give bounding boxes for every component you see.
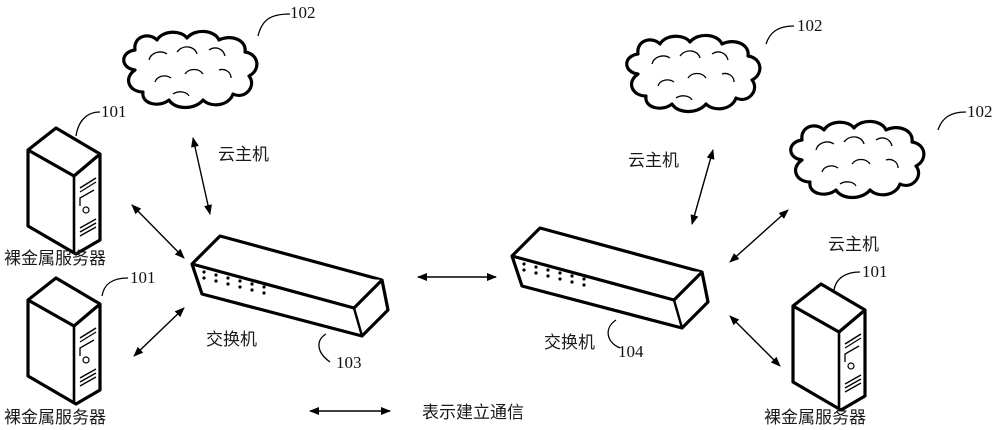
cloud-icon bbox=[789, 119, 926, 200]
switch-label: 交换机 bbox=[544, 333, 595, 353]
right-switch: 104 交换机 bbox=[510, 226, 710, 361]
cloud-host-label: 云主机 bbox=[828, 235, 879, 255]
left-server-top: 101 裸金属服务器 bbox=[4, 102, 127, 269]
server-icon bbox=[791, 282, 867, 412]
server-label: 裸金属服务器 bbox=[764, 408, 866, 428]
switch-icon bbox=[190, 234, 390, 338]
right-cloud-host-top: 102 云主机 bbox=[625, 16, 823, 171]
server-label: 裸金属服务器 bbox=[4, 408, 106, 428]
cloud-icon bbox=[122, 29, 259, 110]
switch-ref-number: 103 bbox=[336, 353, 362, 372]
ref-leader-line bbox=[607, 319, 621, 349]
switch-ref-number: 104 bbox=[618, 342, 644, 361]
ref-leader-line bbox=[101, 277, 129, 297]
cloud-switch-arrow bbox=[729, 209, 789, 263]
server-icon bbox=[26, 276, 102, 406]
server-icon bbox=[26, 126, 102, 256]
cloud-ref-number: 102 bbox=[967, 102, 993, 121]
right-cloud-host-bottom: 102 云主机 bbox=[789, 102, 993, 255]
cloud-ref-number: 102 bbox=[290, 3, 316, 22]
legend: 表示建立通信 bbox=[309, 403, 524, 423]
server-ref-number: 101 bbox=[862, 262, 888, 281]
server-ref-number: 101 bbox=[101, 102, 127, 121]
ref-leader-line bbox=[318, 333, 331, 363]
right-server: 101 裸金属服务器 bbox=[764, 262, 888, 428]
left-switch: 103 交换机 bbox=[190, 234, 390, 372]
ref-leader-line bbox=[257, 13, 291, 37]
ref-leader-line bbox=[937, 111, 967, 131]
cloud-switch-arrow bbox=[191, 137, 212, 215]
ref-leader-line bbox=[75, 111, 101, 137]
left-server-bottom: 101 裸金属服务器 bbox=[4, 268, 156, 428]
cloud-ref-number: 102 bbox=[797, 16, 823, 35]
switch-server-arrow bbox=[729, 315, 781, 367]
switch-label: 交换机 bbox=[206, 330, 257, 350]
cloud-host-label: 云主机 bbox=[628, 151, 679, 171]
server-label: 裸金属服务器 bbox=[4, 249, 106, 269]
cloud-icon bbox=[625, 33, 762, 114]
cloud-host-label: 云主机 bbox=[218, 145, 269, 165]
server-ref-number: 101 bbox=[130, 268, 156, 287]
ref-leader-line bbox=[765, 25, 795, 45]
cloud-switch-arrow bbox=[690, 149, 715, 225]
server-switch-arrow bbox=[131, 204, 185, 259]
switch-icon bbox=[510, 226, 710, 330]
server-switch-arrow bbox=[133, 307, 185, 357]
ref-leader-line bbox=[833, 271, 861, 291]
left-cloud-host: 102 云主机 bbox=[122, 3, 316, 165]
legend-text: 表示建立通信 bbox=[422, 403, 524, 423]
